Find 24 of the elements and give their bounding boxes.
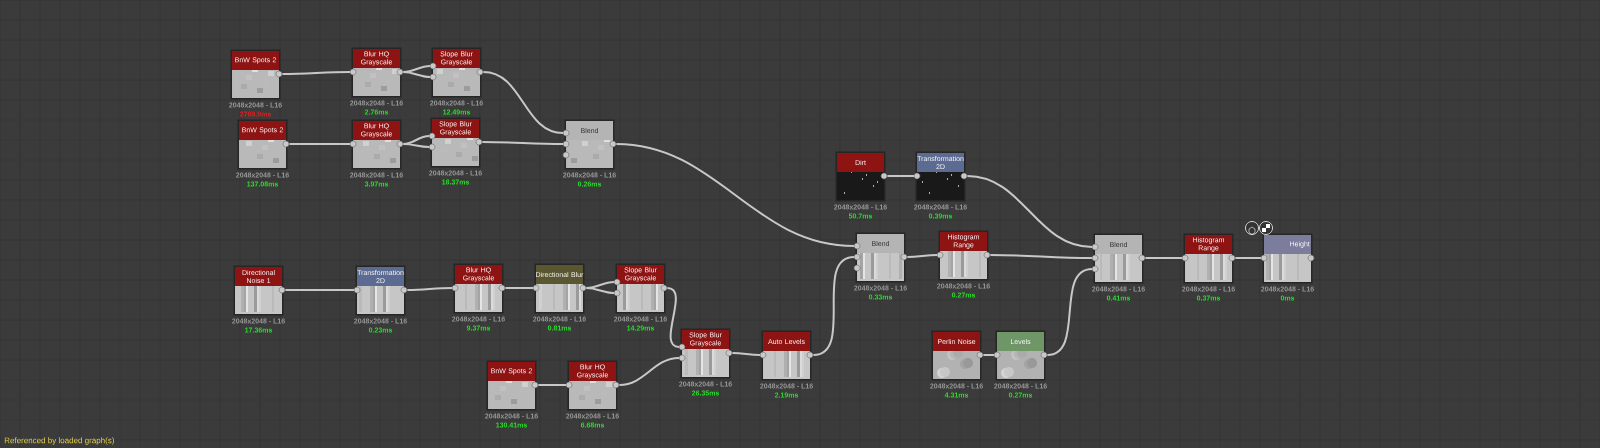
connector	[288, 143, 351, 145]
connector	[989, 254, 1093, 259]
connector	[284, 289, 355, 291]
connector	[1234, 257, 1262, 259]
connector	[406, 287, 453, 291]
connector	[618, 357, 680, 386]
connector	[615, 143, 855, 247]
connector	[812, 256, 855, 356]
connector	[402, 143, 430, 148]
connector	[982, 354, 995, 356]
connector	[537, 384, 567, 386]
connector	[481, 141, 564, 145]
connector	[1144, 257, 1183, 259]
connector	[402, 71, 431, 78]
connector	[731, 352, 761, 356]
connector	[906, 254, 938, 258]
connector	[281, 71, 351, 75]
connector	[966, 175, 1093, 248]
connector	[1046, 268, 1093, 356]
connector	[585, 287, 615, 294]
connector	[482, 71, 564, 134]
status-note: Referenced by loaded graph(s)	[4, 437, 114, 445]
connector	[886, 175, 915, 177]
connector	[504, 287, 534, 289]
